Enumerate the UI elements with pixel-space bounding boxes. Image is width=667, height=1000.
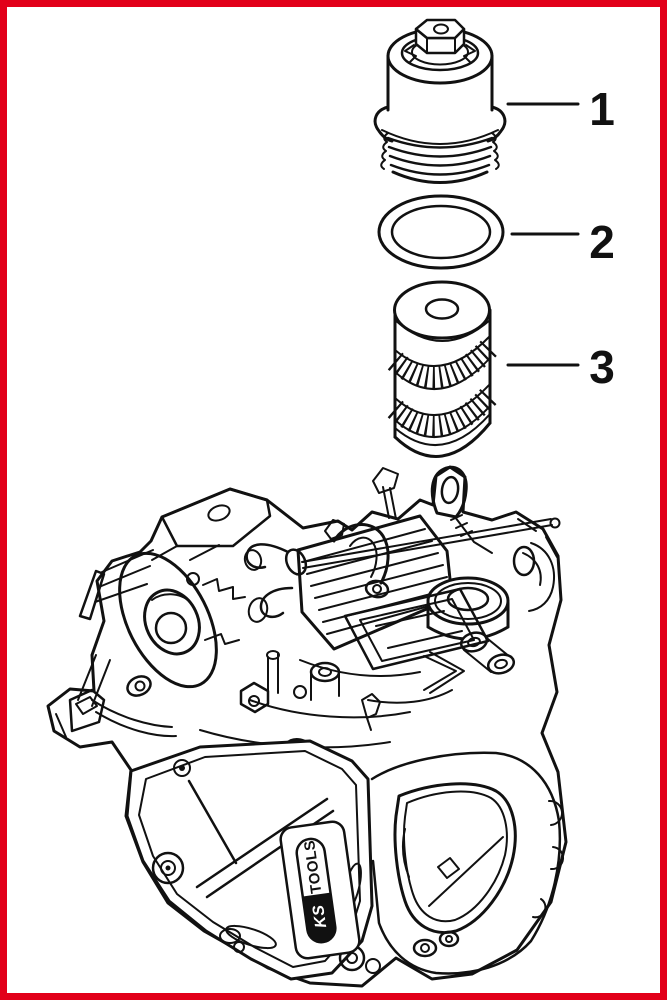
part-3-filter-element-drawing: [387, 280, 499, 458]
ks-tools-badge: TOOLS KS: [279, 820, 361, 960]
badge-ks-text: KS: [310, 904, 330, 929]
callout-number-2: 2: [589, 216, 615, 268]
callout-number-3: 3: [589, 341, 615, 393]
callouts: 1 2 3: [506, 83, 615, 393]
callout-number-1: 1: [589, 83, 615, 135]
part-2-o-ring-drawing: [377, 194, 505, 270]
part-1-filter-cap-drawing: [373, 18, 507, 184]
engine-drawing: TOOLS KS: [46, 465, 568, 988]
